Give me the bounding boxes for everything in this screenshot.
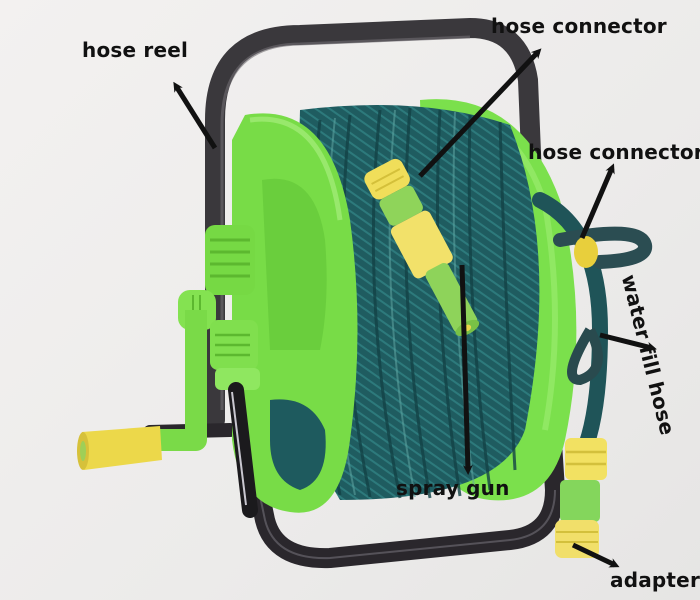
label-hose-connector-top: hose connector (491, 14, 667, 38)
label-hose-reel: hose reel (82, 38, 189, 62)
handle-grip (77, 426, 162, 470)
label-spray-gun: spray gun (396, 476, 510, 500)
arrow-adapter (571, 542, 620, 568)
crank-handle (155, 225, 260, 518)
arrow-spray-gun (459, 264, 473, 475)
label-hose-connector-right: hose connector (528, 140, 700, 164)
front-side-plate (232, 113, 358, 513)
arrow-hose-connector-top (418, 48, 542, 178)
arrow-hose-reel (173, 81, 218, 150)
label-adapter: adapter (610, 568, 700, 592)
annotation-arrows (173, 48, 657, 568)
arrow-hose-connector-right (579, 163, 615, 239)
adapter-connector (555, 438, 607, 558)
arrow-water-fill-hose (599, 332, 657, 352)
water-fill-hose (532, 192, 653, 468)
